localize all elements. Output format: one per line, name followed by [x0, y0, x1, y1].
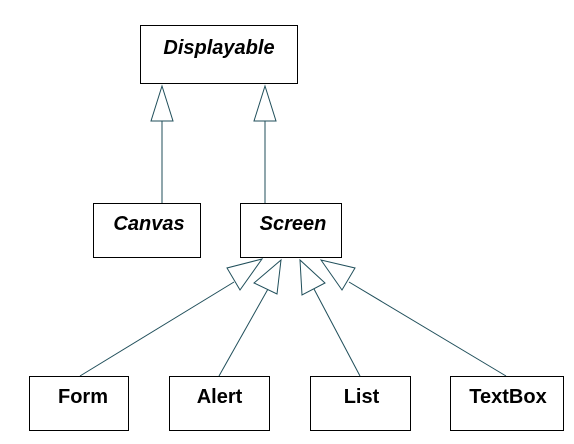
generalization-arrowhead — [253, 258, 282, 295]
class-displayable: Displayable — [140, 25, 298, 84]
generalization-arrowhead — [226, 258, 264, 291]
edge-screen-displayable — [253, 84, 277, 203]
generalization-arrowhead — [150, 84, 174, 122]
class-label: TextBox — [469, 386, 547, 408]
class-canvas: Canvas — [93, 203, 201, 258]
class-list: List — [310, 376, 411, 431]
class-label: Form — [58, 386, 108, 408]
generalization-arrowhead — [253, 84, 277, 122]
generalization-arrowhead — [299, 258, 326, 296]
edge-canvas-displayable — [150, 84, 174, 203]
edge-alert-screen — [218, 258, 282, 377]
edge-form-screen — [79, 258, 264, 377]
edge-line — [79, 281, 235, 377]
edge-line — [348, 281, 507, 377]
class-alert: Alert — [169, 376, 270, 431]
edge-textbox-screen — [319, 259, 507, 377]
class-label: Displayable — [163, 36, 275, 59]
generalization-arrowhead — [319, 259, 356, 291]
class-form: Form — [29, 376, 129, 431]
class-label: Alert — [196, 386, 243, 408]
class-textbox: TextBox — [450, 376, 564, 431]
class-screen: Screen — [240, 203, 342, 258]
edge-list-screen — [299, 258, 361, 377]
class-label: Screen — [259, 212, 327, 235]
class-label: List — [343, 386, 380, 408]
edge-line — [218, 288, 269, 377]
edge-line — [313, 288, 361, 377]
class-label: Canvas — [113, 212, 185, 235]
